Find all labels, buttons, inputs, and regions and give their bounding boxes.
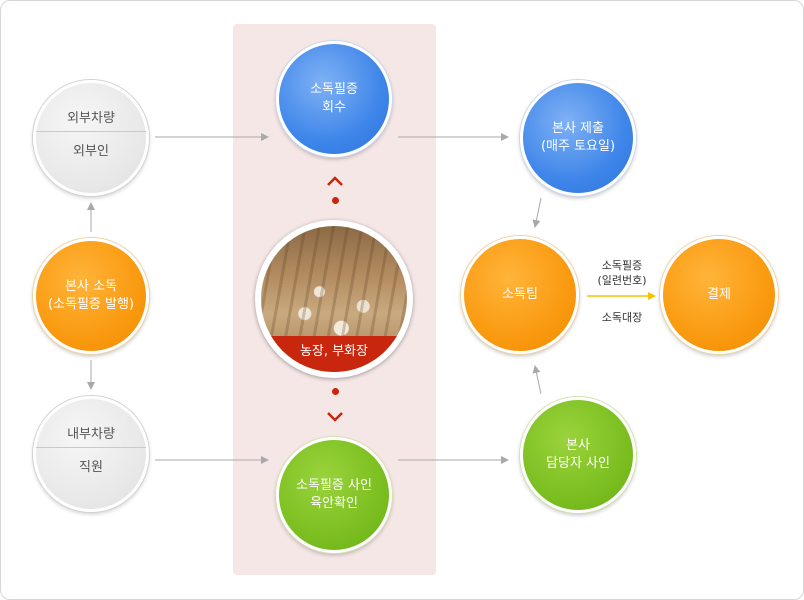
edge-label-above: 소독필증 (일련번호) (582, 258, 662, 288)
hq-disinfection-node: 본사 소독 (소독필증 발행) (33, 238, 149, 354)
farm-label: 농장, 부화장 (261, 336, 407, 372)
edge-label-below: 소독대장 (582, 310, 662, 325)
edge-label-ledger: 소독대장 (601, 311, 643, 324)
dot-lower (332, 388, 339, 395)
edge-label-serial: (일련번호) (597, 274, 647, 287)
disinfection-team-node: 소독팀 (461, 236, 579, 354)
staff-label: 직원 (79, 460, 103, 475)
certificate-collect-node: 소독필증 회수 (276, 41, 392, 157)
external-person-label: 외부인 (73, 144, 109, 159)
dot-upper (332, 197, 339, 204)
submit-hq-line2: (매주 토요일) (540, 139, 616, 154)
submit-hq-line1: 본사 제출 (552, 121, 604, 136)
farm-photo-node: 농장, 부화장 (255, 220, 413, 378)
arrow-hqsign-to-team (532, 365, 542, 395)
sign-confirm-node: 소독필증 사인 육안확인 (276, 437, 392, 553)
internal-vehicle-label: 내부차량 (67, 427, 115, 442)
external-vehicle-label: 외부차량 (67, 111, 115, 126)
sign-confirm-line2: 육안확인 (310, 496, 358, 511)
node-divider (36, 447, 146, 448)
hq-sign-line1: 본사 (566, 438, 590, 453)
hq-disinfection-line2: (소독필증 발행) (47, 297, 135, 312)
hq-sign-node: 본사 담당자 사인 (520, 397, 636, 513)
hq-disinfection-line1: 본사 소독 (65, 279, 117, 294)
sign-confirm-line1: 소독필증 사인 (296, 478, 372, 493)
chevron-up-icon (327, 176, 343, 186)
payment-node: 결제 (660, 236, 778, 354)
arrow-submit-to-team (532, 197, 542, 228)
hq-sign-line2: 담당자 사인 (546, 456, 610, 471)
chevron-down-icon (327, 412, 343, 422)
payment-label: 결제 (707, 287, 731, 302)
disinfection-team-label: 소독팀 (502, 287, 538, 302)
chicken-farm-photo: 농장, 부화장 (261, 226, 407, 372)
internal-vehicle-node: 내부차량 직원 (33, 396, 149, 512)
node-divider (36, 131, 146, 132)
certificate-collect-line2: 회수 (322, 100, 346, 115)
edge-label-certificate: 소독필증 (601, 259, 643, 272)
submit-hq-node: 본사 제출 (매주 토요일) (520, 80, 636, 196)
certificate-collect-line1: 소독필증 (310, 82, 358, 97)
external-vehicle-node: 외부차량 외부인 (33, 80, 149, 196)
